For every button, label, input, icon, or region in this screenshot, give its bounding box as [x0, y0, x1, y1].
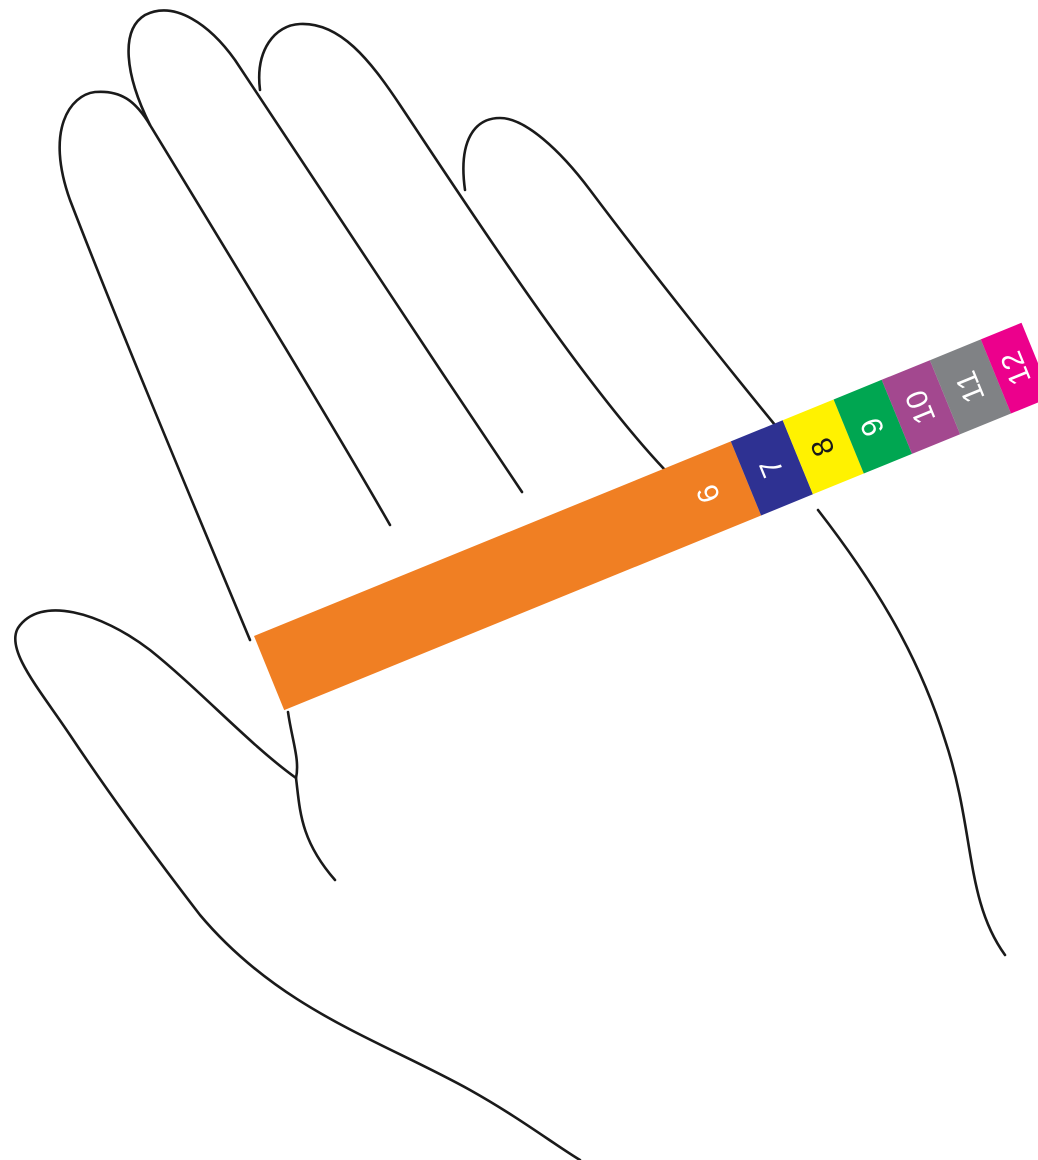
- hand-outline: [13, 9, 1007, 1160]
- ruler-segment-8: [782, 399, 864, 495]
- little-finger-outline: [462, 116, 777, 427]
- index-finger-outline: [58, 90, 392, 642]
- palm-outer-edge: [816, 508, 1007, 957]
- ruler-segment-10: [881, 360, 961, 454]
- ruler-segment-7: [730, 420, 813, 516]
- ruler-segment-11: [929, 339, 1011, 435]
- middle-finger-outline: [127, 9, 524, 494]
- thumb-crease: [286, 710, 337, 882]
- ring-finger-outline: [257, 22, 667, 472]
- thumb-outline: [13, 609, 582, 1160]
- ruler-segment-12: [980, 322, 1038, 414]
- ruler-segment-6: [254, 441, 762, 711]
- ruler-segment-9: [833, 379, 912, 474]
